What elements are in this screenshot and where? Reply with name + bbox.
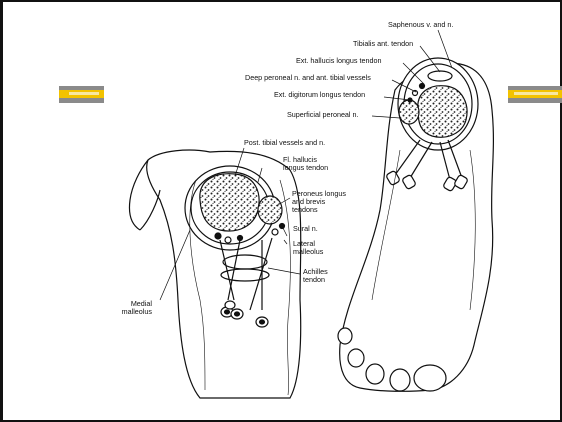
label-ext-hallucis: Ext. hallucis longus tendon [296,57,382,65]
label-post-tibial: Post. tibial vessels and n. [244,139,325,147]
label-fl-hallucis: Fl. hallucis longus tendon [283,156,328,172]
right-foot [338,58,493,391]
label-superficial-peroneal: Superficial peroneal n. [287,111,359,119]
label-medial-malleolus: Medial malleolus [108,300,152,316]
label-peroneus: Peroneus longus and brevis tendons [292,190,346,214]
label-achilles: Achilles tendon [303,268,328,284]
label-ext-digitorum: Ext. digitorum longus tendon [274,91,365,99]
label-sural: Sural n. [293,225,318,233]
left-fibula [258,196,282,224]
left-tibia [200,174,259,231]
label-deep-peroneal: Deep peroneal n. and ant. tibial vessels [245,74,371,82]
right-big-toe [414,365,446,391]
label-lateral-malleolus: Lateral malleolus [293,240,323,256]
label-saphenous: Saphenous v. and n. [388,21,453,29]
label-tibialis-ant: Tibialis ant. tendon [353,40,413,48]
right-tibia [418,86,467,138]
left-foot [129,150,300,398]
right-fibula [399,100,419,124]
